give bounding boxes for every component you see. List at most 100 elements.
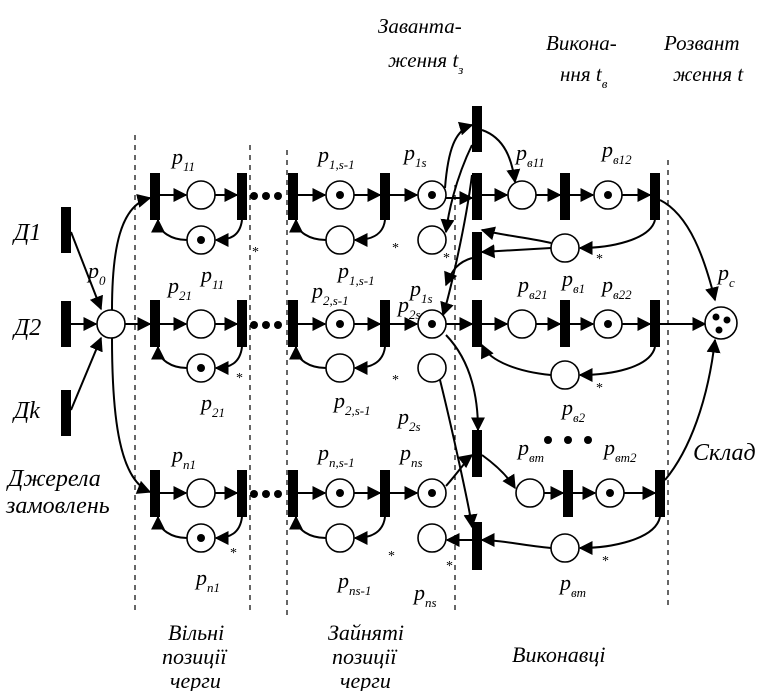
- transition-d1: [61, 207, 71, 253]
- svg-text:Заванта-: Заванта-: [378, 14, 462, 38]
- sources-caption: Джерела: [6, 466, 101, 492]
- label-p0: p0: [86, 258, 106, 288]
- place-pc: [704, 306, 738, 340]
- svg-text:ження tз: ження tз: [388, 48, 463, 77]
- transition-load-1: [472, 173, 482, 220]
- svg-text:*: *: [446, 559, 453, 574]
- transition-unload-1: [472, 232, 482, 280]
- svg-text:черги: черги: [170, 668, 221, 691]
- header-unloading: Розвант ження t: [663, 31, 744, 86]
- transition-dk: [61, 390, 71, 436]
- label-p11: p11: [170, 144, 195, 174]
- label-pv12: pв12: [600, 137, 632, 167]
- source-label-d2: Д2: [12, 315, 41, 341]
- label-p1s-free: p1s: [408, 276, 433, 306]
- transition-d2: [61, 301, 71, 347]
- label-p21: p21: [166, 273, 192, 303]
- place-pvm-free: [550, 533, 580, 563]
- svg-text:*: *: [252, 245, 259, 260]
- source-label-d1: Д1: [12, 220, 41, 246]
- transition-exec-m: [563, 470, 573, 517]
- svg-text:позиції: позиції: [162, 644, 228, 669]
- transition-rn-c: [380, 470, 390, 517]
- place-pv11: [507, 180, 537, 210]
- transition-r1-in: [150, 173, 160, 220]
- label-pns-free: pns: [412, 580, 437, 610]
- transition-exec-2: [560, 300, 570, 347]
- place-p11: [186, 180, 216, 210]
- section-busy-positions: Зайняті позиції черги: [328, 620, 404, 691]
- header-loading: Заванта- ження tз: [378, 14, 463, 77]
- svg-text:*: *: [443, 251, 450, 266]
- label-p2s-1: p2,s-1: [310, 278, 349, 308]
- svg-text:ння tв: ння tв: [560, 62, 608, 91]
- header-execution: Викона- ння tв: [546, 31, 617, 91]
- svg-text:*: *: [388, 549, 395, 564]
- transition-rn-a: [237, 470, 247, 517]
- svg-text:черги: черги: [340, 668, 391, 691]
- label-pn1: pn1: [170, 442, 196, 472]
- svg-text:*: *: [596, 381, 603, 396]
- label-p1s-1-free: p1,s-1: [336, 258, 375, 288]
- section-executors: Виконавці: [512, 642, 605, 667]
- place-p1s-1-free: [325, 225, 355, 255]
- label-p21-free: p21: [199, 390, 225, 420]
- transition-r1-b: [288, 173, 298, 220]
- label-pv21: pв21: [516, 272, 548, 302]
- label-p2s: p2s: [396, 292, 421, 322]
- place-p0: [96, 309, 126, 339]
- svg-text:*: *: [392, 241, 399, 256]
- place-pvm: [515, 478, 545, 508]
- place-p1s-free: [417, 225, 447, 255]
- transition-r2-a: [237, 300, 247, 347]
- warehouse-label: Склад: [693, 440, 756, 466]
- svg-text:*: *: [596, 252, 603, 267]
- label-p2s-free: p2s: [396, 404, 421, 434]
- place-pv2: [550, 360, 580, 390]
- place-pv21: [507, 309, 537, 339]
- svg-text:*: *: [230, 546, 237, 561]
- sources-caption-2: замовлень: [5, 493, 110, 519]
- section-free-positions: Вільні позиції черги: [162, 620, 228, 691]
- label-p11-free: p11: [199, 262, 224, 292]
- source-label-dk: Дk: [12, 398, 40, 424]
- place-pn1: [186, 478, 216, 508]
- label-pvm-free: pвm: [558, 570, 586, 600]
- transition-r2-in: [150, 300, 160, 347]
- label-pv11: pв11: [514, 140, 545, 170]
- transition-rn-b: [288, 470, 298, 517]
- transition-r1-c: [380, 173, 390, 220]
- label-pn1-free: pn1: [194, 565, 220, 595]
- place-pv1: [550, 233, 580, 263]
- label-pv22: pв22: [600, 272, 632, 302]
- transition-exec-1: [560, 173, 570, 220]
- place-p21: [186, 309, 216, 339]
- transition-out-1: [650, 173, 660, 220]
- svg-text:*: *: [602, 554, 609, 569]
- label-pvm: pвm: [516, 435, 544, 465]
- transition-rn-in: [150, 470, 160, 517]
- place-pns-free: [417, 523, 447, 553]
- svg-text:*: *: [236, 371, 243, 386]
- label-pns: pns: [398, 440, 423, 470]
- transition-r1-a: [237, 173, 247, 220]
- place-p2s-free: [417, 353, 447, 383]
- label-pv1: pв1: [560, 266, 585, 296]
- transition-out-2: [650, 300, 660, 347]
- svg-text:ження t: ження t: [673, 62, 744, 86]
- svg-text:Викона-: Викона-: [546, 31, 617, 55]
- label-pv2: pв2: [560, 395, 586, 425]
- label-pns-1-free: pns-1: [336, 568, 371, 598]
- label-p1s: p1s: [402, 140, 427, 170]
- label-pns-1: pn,s-1: [316, 440, 355, 470]
- label-pc: pc: [716, 260, 735, 290]
- transition-unload-m: [472, 522, 482, 570]
- transition-r2-b: [288, 300, 298, 347]
- transition-load-2: [472, 300, 482, 347]
- place-p2s-1-free: [325, 353, 355, 383]
- svg-text:позиції: позиції: [332, 644, 398, 669]
- transition-out-m: [655, 470, 665, 517]
- transition-load-m: [472, 430, 482, 477]
- svg-text:*: *: [392, 373, 399, 388]
